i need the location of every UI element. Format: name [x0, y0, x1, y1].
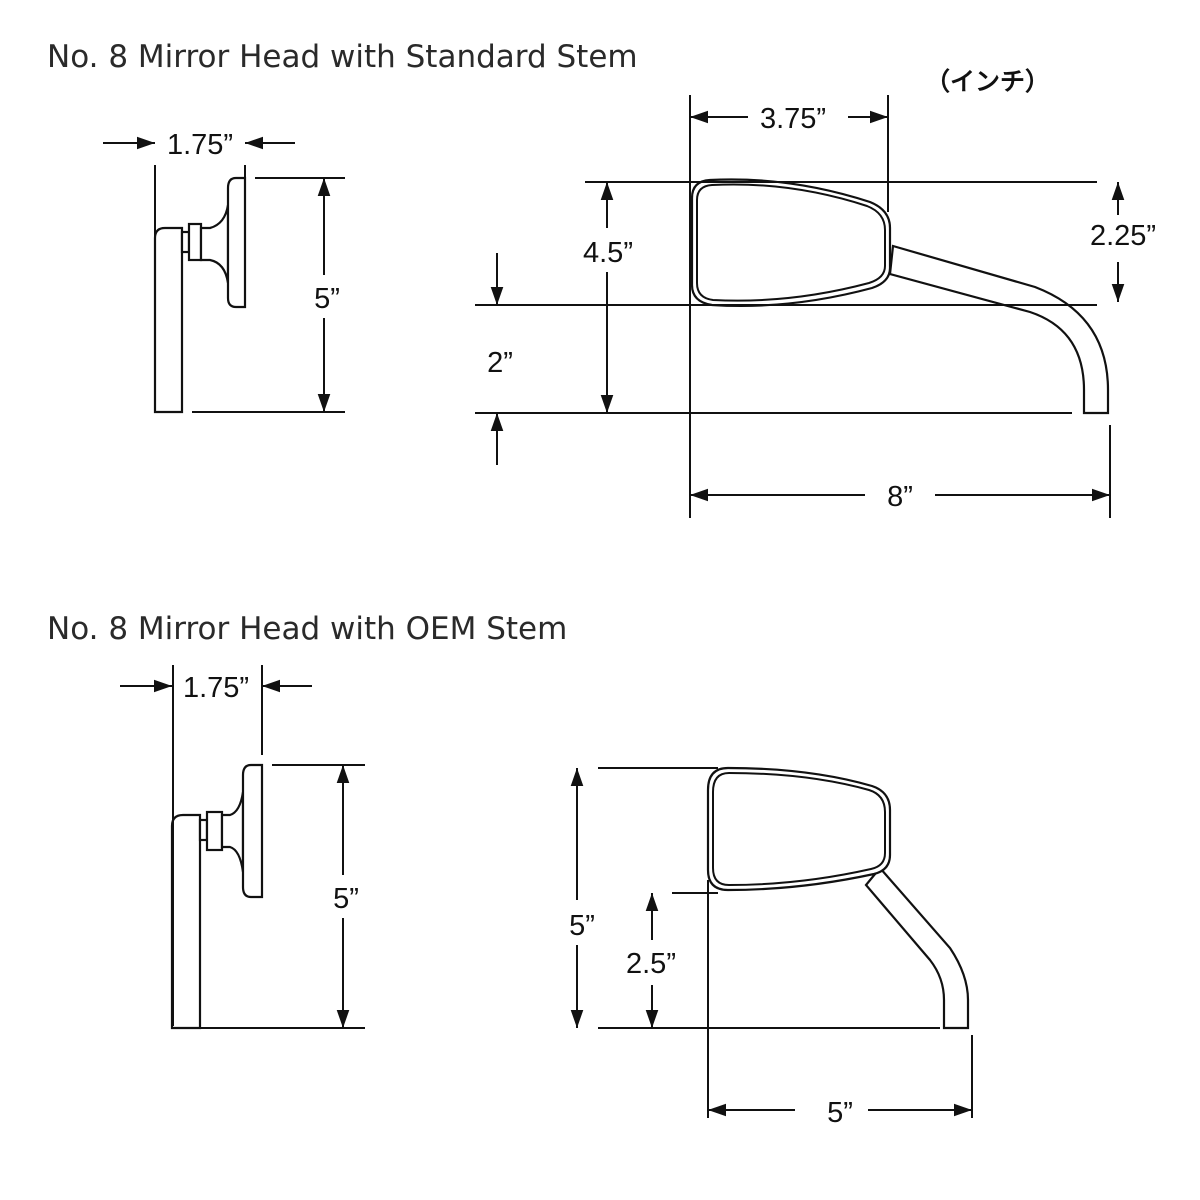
mount-flange: [199, 204, 230, 284]
mirror-plate-side: [241, 763, 264, 899]
head-width-label: 3.75”: [760, 103, 826, 135]
section-title-oem: No. 8 Mirror Head with OEM Stem: [47, 611, 567, 647]
base-to-head-label: 2.5”: [626, 948, 676, 980]
height-label: 5”: [314, 283, 340, 315]
height-label: 5”: [333, 883, 359, 915]
mirror-head: [690, 178, 892, 307]
depth-label: 1.75”: [183, 672, 249, 704]
stem-front: [864, 866, 970, 1030]
extension-line: [154, 165, 345, 413]
section-title-standard: No. 8 Mirror Head with Standard Stem: [47, 39, 638, 75]
mirror-plate-side: [226, 176, 247, 309]
nut: [187, 222, 203, 262]
mount-flange: [220, 791, 245, 873]
front-view-oem: 5” 2.5” 5”: [569, 766, 973, 1129]
nut: [205, 810, 224, 852]
stem-side: [153, 226, 184, 414]
extension-line: [475, 95, 1111, 518]
head-height-label: 2.25”: [1090, 220, 1156, 252]
mirror-head-inner: [712, 771, 886, 887]
extension-line: [172, 665, 365, 1029]
extension-line: [598, 767, 973, 1118]
overall-width-label: 5”: [827, 1097, 853, 1129]
overall-height-label: 5”: [569, 910, 595, 942]
side-view-standard: 1.75” 5”: [103, 129, 345, 414]
base-to-head-label: 2”: [487, 347, 513, 379]
stem-height-label: 4.5”: [583, 237, 633, 269]
stem-front: [888, 244, 1110, 415]
front-view-standard: 3.75” 4.5” 2.25” 2” 8”: [475, 95, 1156, 518]
unit-label: （インチ）: [925, 67, 1050, 96]
mirror-head-inner: [696, 183, 886, 302]
stem-side: [170, 813, 202, 1030]
overall-width-label: 8”: [887, 481, 913, 513]
mirror-head: [706, 766, 892, 892]
side-view-oem: 1.75” 5”: [120, 665, 365, 1030]
depth-label: 1.75”: [167, 129, 233, 161]
